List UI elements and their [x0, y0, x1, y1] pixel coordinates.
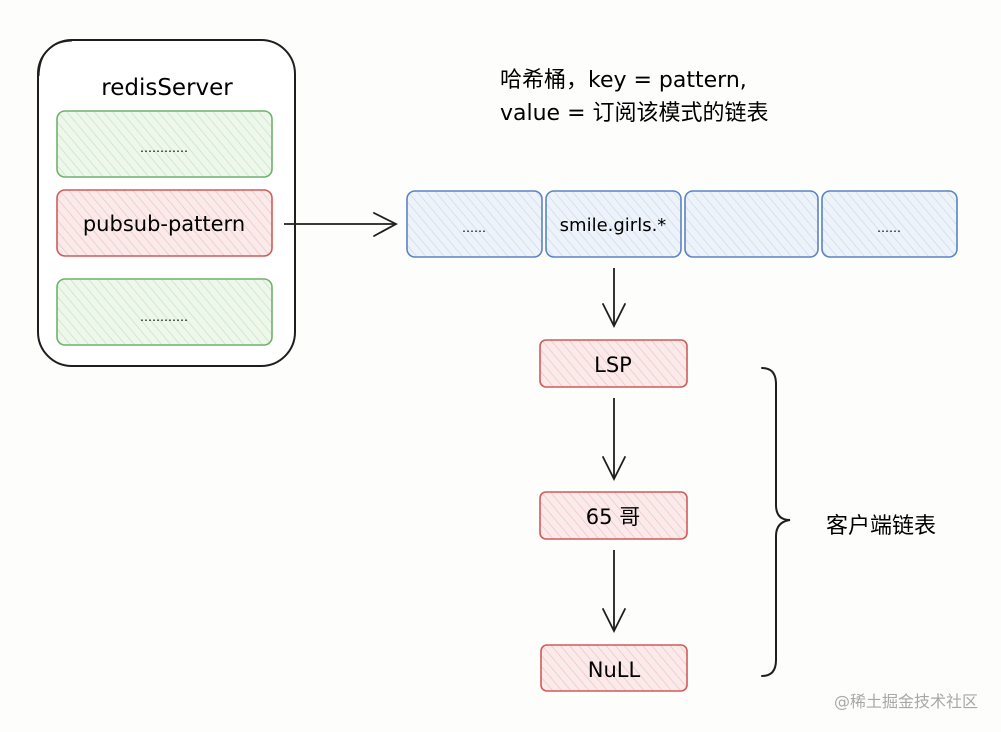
server-row-1: …………: [56, 110, 273, 178]
list-node-2-label: 65 哥: [586, 505, 640, 529]
hash-caption-line2: value = 订阅该模式的链表: [500, 101, 769, 126]
list-node-65: 65 哥: [539, 491, 688, 540]
arrow-65-to-null: [602, 550, 626, 634]
hash-bucket-2: smile.girls.*: [545, 190, 682, 258]
server-row-pubsub-pattern: pubsub-pattern: [56, 189, 273, 257]
hash-caption-line1: 哈希桶，key = pattern,: [500, 68, 747, 93]
arrow-bucket-to-lsp: [602, 268, 626, 329]
arrow-lsp-to-65: [602, 398, 626, 482]
hash-bucket-1: ……: [406, 190, 543, 258]
list-node-lsp: LSP: [539, 339, 688, 388]
client-list-label: 客户端链表: [826, 514, 936, 539]
server-row-3-label: …………: [140, 310, 188, 324]
client-list-brace: [761, 367, 791, 677]
arrow-to-hash: [284, 212, 398, 237]
redis-server-title: redisServer: [101, 75, 233, 101]
server-row-3: …………: [56, 278, 273, 346]
list-node-3-label: NuLL: [588, 658, 641, 682]
server-row-2-label: pubsub-pattern: [83, 212, 245, 236]
list-node-null: NuLL: [540, 644, 688, 692]
server-row-1-label: …………: [140, 141, 188, 155]
hash-bucket-3: [684, 190, 819, 258]
list-node-1-label: LSP: [594, 353, 632, 377]
hash-bucket-1-label: ……: [462, 221, 486, 235]
hash-bucket-4-label: ……: [877, 221, 901, 235]
watermark: @稀土掘金技术社区: [834, 692, 978, 711]
hash-bucket-2-label: smile.girls.*: [560, 215, 667, 236]
hash-bucket-4: ……: [821, 190, 958, 258]
